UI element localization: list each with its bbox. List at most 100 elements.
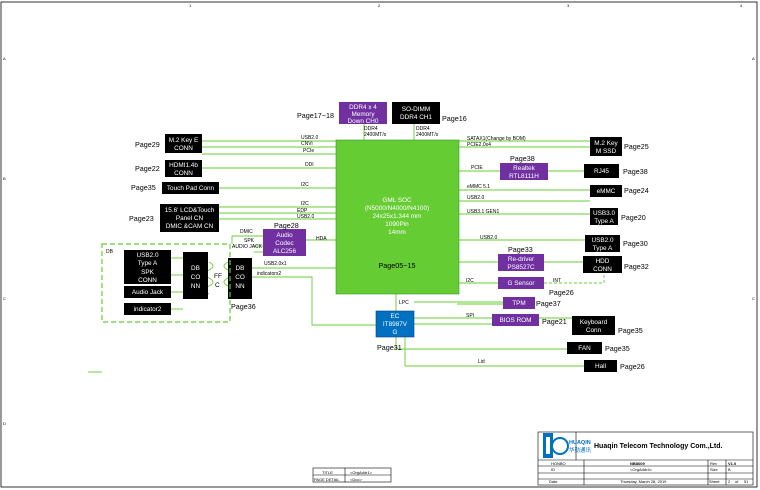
page-ref-ddr4: Page17~18: [297, 111, 334, 120]
svg-text:EDP: EDP: [297, 208, 308, 214]
db-indicator: indicator2: [124, 303, 171, 315]
db-conn-mainboard: DB CO NN: [228, 258, 252, 299]
svg-text:USB2.0x1: USB2.0x1: [264, 261, 287, 267]
svg-text:DDR4 x 4: DDR4 x 4: [349, 104, 377, 111]
keyboard-conn: Keyboard Conn: [572, 316, 615, 335]
svg-text:NN: NN: [235, 283, 245, 290]
tb-size-label: Size: [710, 467, 719, 472]
svg-text:HDMI1.4b: HDMI1.4b: [169, 162, 198, 169]
svg-text:SO-DIMM: SO-DIMM: [402, 106, 430, 113]
svg-text:HDD: HDD: [596, 258, 610, 265]
page-ref-db-conn: Page36: [231, 302, 256, 311]
svg-text:DDR4 CH1: DDR4 CH1: [400, 114, 432, 121]
svg-text:Type A: Type A: [594, 218, 614, 225]
page-ref-rj45: Page38: [623, 167, 648, 176]
ddr4-bus-speed: 2400MT/s: [364, 132, 387, 138]
tb-sheet-label: Sheet: [709, 479, 720, 484]
border-letter-b: B: [3, 176, 6, 181]
svg-text:USB2.0: USB2.0: [301, 135, 318, 141]
svg-text:Realtek: Realtek: [513, 165, 535, 172]
svg-text:CONN: CONN: [138, 277, 157, 284]
rj45-conn: RJ45: [584, 164, 619, 178]
svg-text:Panel CN: Panel CN: [176, 215, 204, 222]
svg-text:PCIe: PCIe: [303, 148, 314, 154]
tb-date: Thursday, March 28, 2019: [620, 479, 667, 484]
daughter-board-outline: [101, 243, 231, 323]
svg-text:HUAQIN: HUAQIN: [569, 440, 591, 446]
page-ref-usb20: Page30: [623, 239, 648, 248]
tb-date-label: Date: [549, 479, 558, 484]
company-name: Huaqin Telecom Technology Com.,Ltd.: [594, 443, 723, 450]
page-ref-ec: Page31: [377, 343, 402, 352]
soc-block: GML SOC (N5000/N4000/N4100) 24x25x1.344 …: [335, 139, 460, 295]
gsensor-int-wire: [544, 262, 605, 284]
svg-text:INT: INT: [553, 278, 561, 284]
svg-text:Re-driver: Re-driver: [508, 256, 535, 263]
page-ref-redriver: Page33: [508, 245, 533, 254]
svg-text:USB2.0: USB2.0: [480, 235, 497, 241]
svg-text:CONN: CONN: [593, 266, 612, 273]
usb20-type-a: USB2.0 Type A: [585, 235, 620, 252]
tb-title: <OrgAddr1>: [350, 470, 373, 475]
hall-sensor: Hall: [584, 360, 617, 372]
tb-title-label: TITLE: [322, 470, 333, 475]
svg-text:PCIE: PCIE: [471, 165, 483, 171]
db-conn-daughter: DB CO NN: [183, 252, 208, 299]
tb-id: <OrgAddr4>: [630, 467, 653, 472]
svg-text:EC: EC: [391, 313, 400, 320]
db-spk-conn: SPK CONN: [124, 267, 171, 284]
svg-text:DB: DB: [236, 265, 245, 272]
svg-text:PS8527C: PS8527C: [507, 264, 535, 271]
svg-text:Keyboard: Keyboard: [580, 319, 608, 326]
wires: [88, 124, 590, 373]
page-ref-usb30: Page20: [621, 213, 646, 222]
svg-text:PCIE2.0x4: PCIE2.0x4: [467, 142, 491, 148]
fan-conn: FAN: [567, 342, 602, 354]
page-ref-realtek: Page38: [510, 154, 535, 163]
border-letter-d: D: [3, 421, 6, 426]
svg-text:IT8987V: IT8987V: [383, 321, 408, 328]
border-num-2: 2: [378, 3, 381, 8]
svg-text:USB3.1 GEN1: USB3.1 GEN1: [467, 209, 499, 215]
redriver-ps8527c: Re-driver PS8527C: [498, 254, 544, 271]
tpm-chip: TPM: [503, 297, 535, 309]
svg-text:CONN: CONN: [174, 170, 193, 177]
svg-text:Page05~15: Page05~15: [379, 261, 416, 270]
svg-text:USB2.0: USB2.0: [467, 195, 484, 201]
svg-text:华勤通讯: 华勤通讯: [569, 446, 592, 454]
svg-text:SATAX1(Change by BOM): SATAX1(Change by BOM): [467, 136, 526, 142]
page-ref-touchpad: Page35: [131, 183, 156, 192]
ec-it8987: EC IT8987V G: [375, 310, 415, 338]
svg-text:NN: NN: [191, 283, 201, 290]
border-num-4: 4: [740, 3, 743, 8]
page-ref-emmc: Page24: [624, 186, 649, 195]
svg-text:Lid: Lid: [478, 359, 485, 365]
svg-text:G Sensor: G Sensor: [508, 280, 536, 287]
svg-text:DMIC: DMIC: [240, 229, 253, 235]
g-sensor: G Sensor: [498, 277, 544, 289]
ddr4-bus-label: DDR4: [364, 126, 378, 132]
tb-detail: <Doc>: [350, 477, 362, 482]
db-usb20: USB2.0 Type A: [124, 250, 171, 267]
tb-size: B: [728, 467, 731, 472]
touchpad-conn: Touch Pad Conn: [162, 182, 219, 194]
hdmi-conn: HDMI1.4b CONN: [165, 160, 202, 177]
m2-key-e-conn: M.2 Key E CONN: [165, 134, 202, 153]
svg-text:FF: FF: [214, 273, 222, 280]
border-markers: 1 2 3 4 A B C D A C: [3, 3, 755, 426]
svg-text:BIOS ROM: BIOS ROM: [500, 317, 532, 324]
emmc-storage: eMMC: [590, 185, 622, 197]
svg-text:SPK: SPK: [141, 269, 155, 276]
border-letter-c-right: C: [752, 296, 755, 301]
tb-rev-label: Rev: [710, 461, 717, 466]
tb-rev: V1.0: [728, 461, 737, 466]
huaqin-logo: HUAQIN 华勤通讯: [543, 433, 592, 458]
svg-text:USB3.0: USB3.0: [593, 210, 615, 217]
audio-codec: Audio Codec ALC256: [263, 229, 306, 256]
page-ref-keyboard: Page35: [618, 326, 643, 335]
svg-text:Hall: Hall: [595, 363, 606, 370]
svg-text:DDI: DDI: [305, 162, 314, 168]
svg-text:I2C: I2C: [466, 278, 474, 284]
svg-text:HDA: HDA: [316, 236, 327, 242]
page-ref-hdd: Page32: [624, 262, 649, 271]
